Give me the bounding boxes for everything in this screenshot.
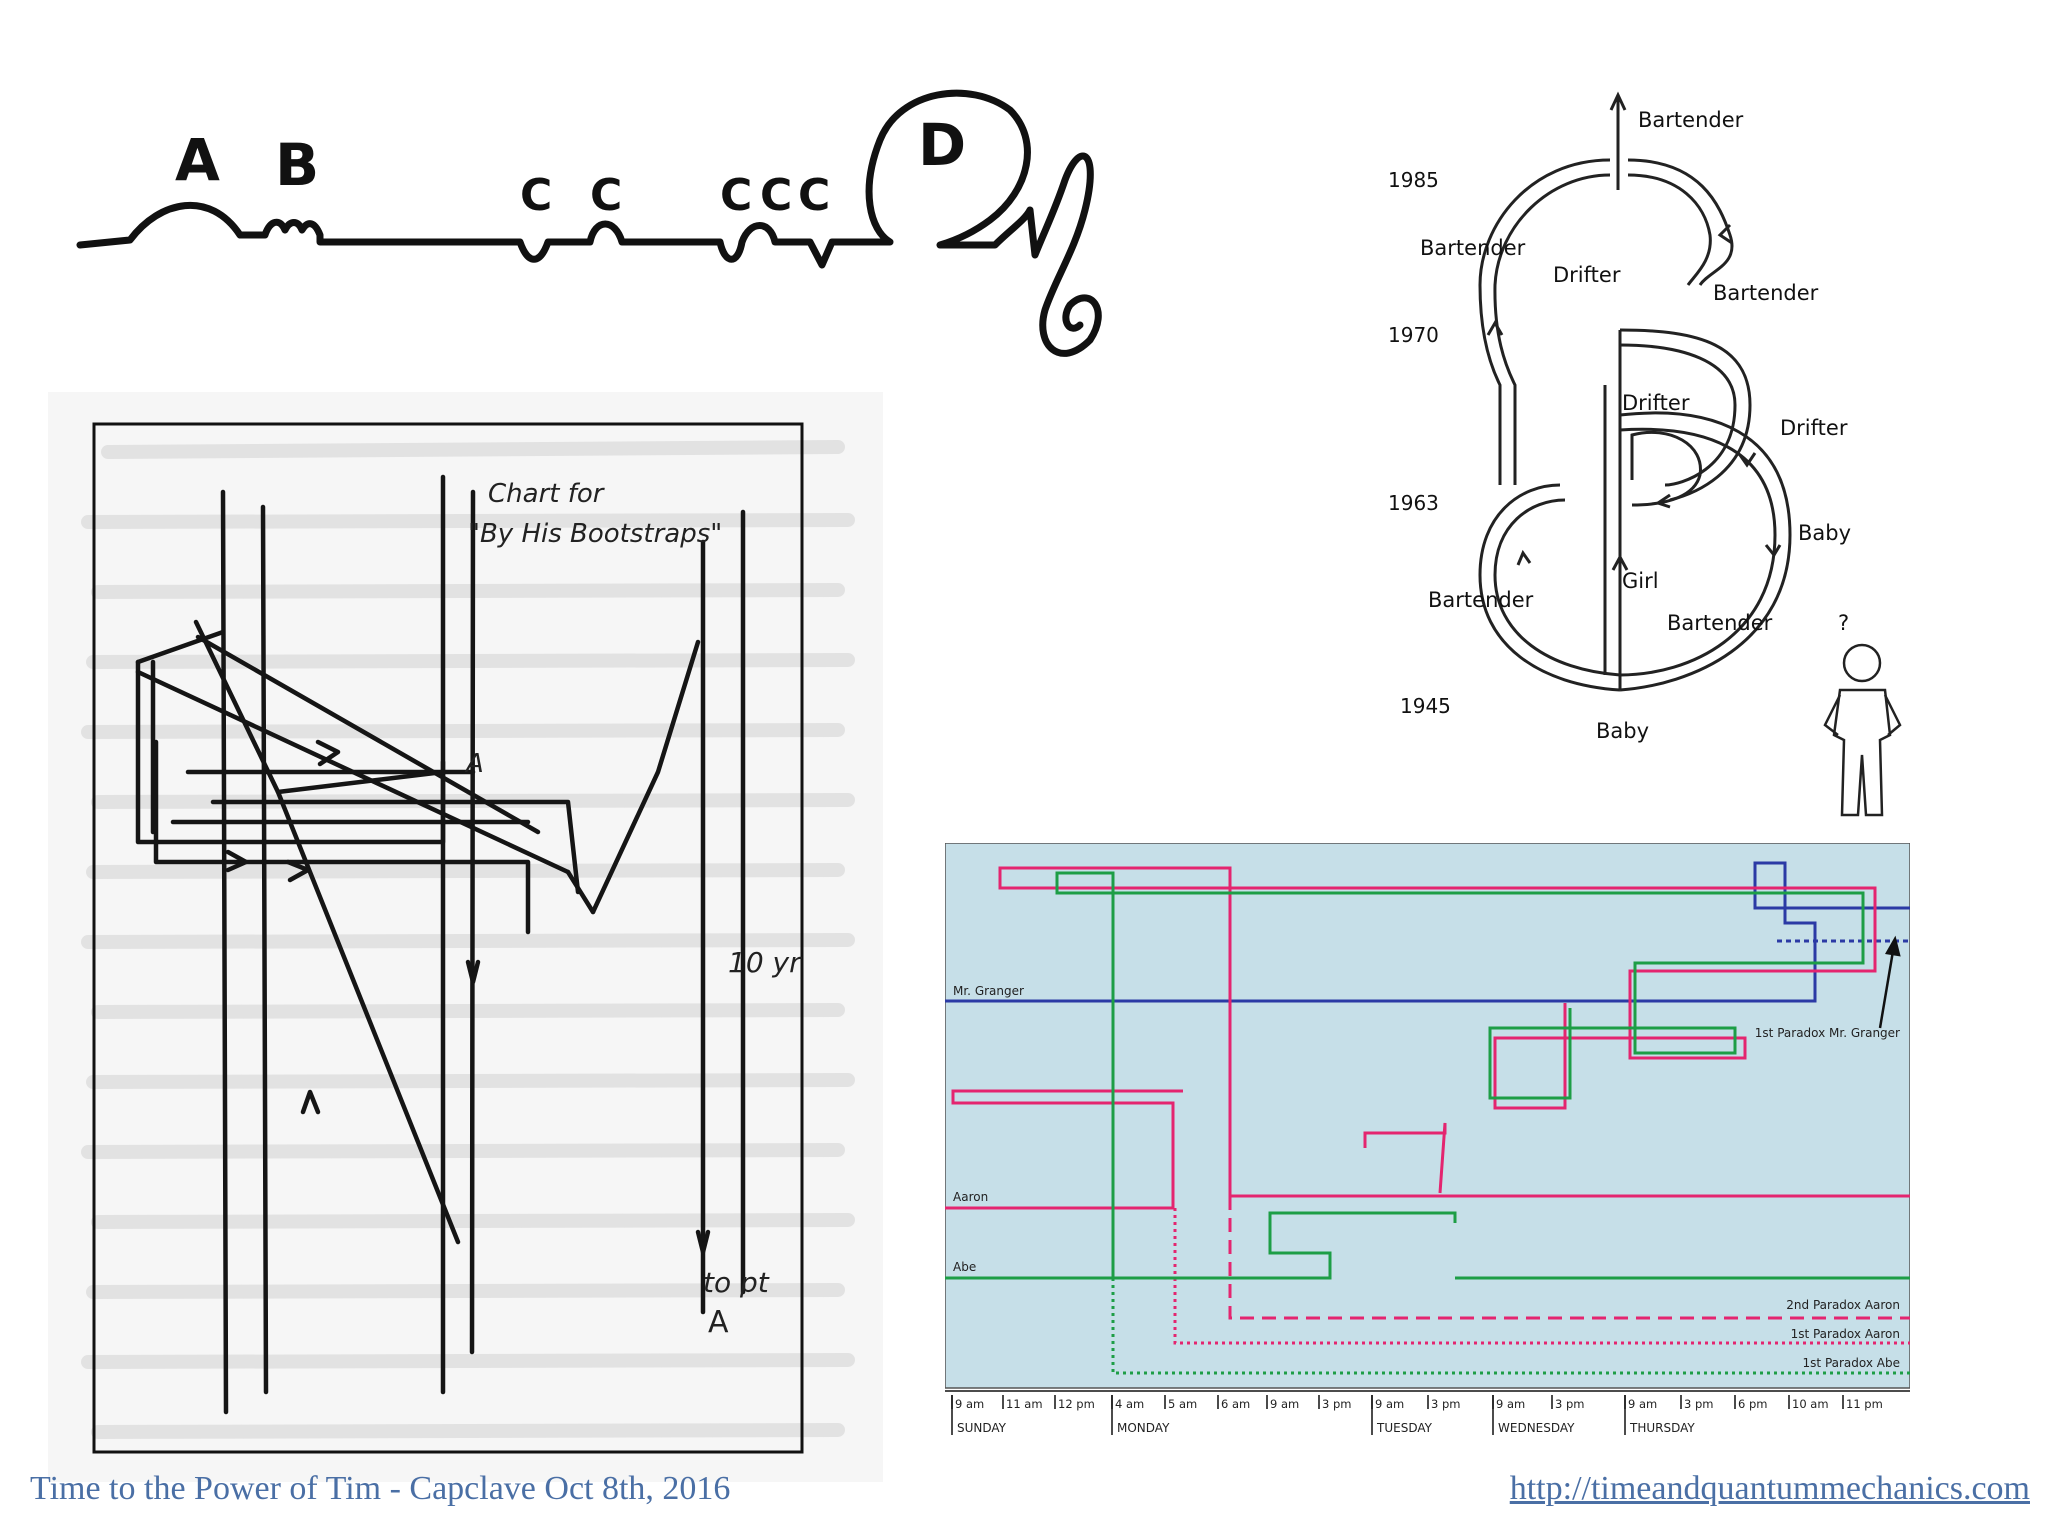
- note-10-yr: 10 yr: [728, 946, 802, 979]
- footer-caption: Time to the Power of Tim - Capclave Oct …: [30, 1470, 731, 1507]
- tick-label: 3 pm: [1322, 1397, 1351, 1411]
- heinlein-loop-diagram: Bartender 1985 Bartender Drifter Bartend…: [1388, 91, 1902, 817]
- annot-paradox1-abe: 1st Paradox Abe: [1803, 1356, 1900, 1370]
- year-1963: 1963: [1388, 491, 1439, 515]
- tick-label: 6 am: [1221, 1397, 1250, 1411]
- day-label-tuesday: TUESDAY: [1376, 1421, 1433, 1435]
- day-label-thursday: THURSDAY: [1629, 1421, 1695, 1435]
- year-1945: 1945: [1400, 694, 1451, 718]
- label-bartender-left-upper: Bartender: [1420, 236, 1526, 260]
- worldline-sketch: A B C C C C C D: [76, 89, 1102, 357]
- note-to-pt: to pt: [703, 1266, 770, 1299]
- label-drifter-mid: Drifter: [1622, 391, 1690, 415]
- letter-c5: C: [798, 170, 830, 221]
- tick-label: 11 am: [1006, 1397, 1043, 1411]
- tick-label: 9 am: [1375, 1397, 1404, 1411]
- tick-label: 9 am: [955, 1397, 984, 1411]
- day-label-wednesday: WEDNESDAY: [1498, 1421, 1575, 1435]
- note-title: "By His Bootstraps": [468, 519, 722, 549]
- tick-label: 9 am: [1270, 1397, 1299, 1411]
- day-label-monday: MONDAY: [1117, 1421, 1170, 1435]
- tick-label: 9 am: [1496, 1397, 1525, 1411]
- letter-c1: C: [520, 170, 552, 221]
- tick-label: 4 am: [1115, 1397, 1144, 1411]
- letter-c3: C: [720, 170, 752, 221]
- row-label-abe: Abe: [953, 1260, 976, 1274]
- label-baby-right: Baby: [1798, 521, 1851, 545]
- tick-label: 3 pm: [1431, 1397, 1460, 1411]
- letter-b: B: [275, 131, 319, 199]
- label-girl: Girl: [1622, 569, 1659, 593]
- year-1985: 1985: [1388, 168, 1439, 192]
- tick-label: 3 pm: [1555, 1397, 1584, 1411]
- bootstraps-chart: Chart for "By His Bootstraps" A 10 yr to…: [81, 422, 855, 1454]
- letter-d: D: [918, 111, 966, 179]
- label-baby-bottom: Baby: [1596, 719, 1649, 743]
- label-a-mid: A: [464, 749, 484, 779]
- day-labels: SUNDAY MONDAY TUESDAY WEDNESDAY THURSDAY: [957, 1421, 1695, 1435]
- letter-c4: C: [760, 170, 792, 221]
- label-bartender-right-upper: Bartender: [1713, 281, 1819, 305]
- tick-label: 12 pm: [1058, 1397, 1095, 1411]
- footer-link[interactable]: http://timeandquantummechanics.com: [1509, 1470, 2030, 1507]
- label-question: ?: [1838, 611, 1849, 635]
- tick-label: 6 pm: [1738, 1397, 1767, 1411]
- label-a-bottom: A: [708, 1305, 729, 1340]
- tick-label: 11 pm: [1846, 1397, 1883, 1411]
- timeline-plot-area: [945, 843, 1910, 1389]
- timeline-chart: Mr. Granger Aaron Abe 1st Paradox Mr. Gr…: [945, 843, 1910, 1435]
- note-chart-for: Chart for: [488, 479, 606, 509]
- annot-paradox-granger: 1st Paradox Mr. Granger: [1755, 1026, 1900, 1040]
- tick-labels: 9 am 11 am 12 pm 4 am 5 am 6 am 9 am 3 p…: [955, 1397, 1883, 1411]
- person-figure: [1823, 643, 1902, 817]
- row-label-granger: Mr. Granger: [953, 984, 1024, 998]
- letter-a: A: [175, 126, 220, 194]
- annot-paradox2-aaron: 2nd Paradox Aaron: [1786, 1298, 1900, 1312]
- row-label-aaron: Aaron: [953, 1190, 988, 1204]
- label-drifter-right: Drifter: [1780, 416, 1848, 440]
- day-label-sunday: SUNDAY: [957, 1421, 1007, 1435]
- year-1970: 1970: [1388, 323, 1439, 347]
- tick-label: 10 am: [1792, 1397, 1829, 1411]
- label-bartender-top: Bartender: [1638, 108, 1744, 132]
- label-drifter-upper: Drifter: [1553, 263, 1621, 287]
- tick-label: 3 pm: [1684, 1397, 1713, 1411]
- tick-label: 9 am: [1628, 1397, 1657, 1411]
- annot-paradox1-aaron: 1st Paradox Aaron: [1791, 1327, 1900, 1341]
- label-bartender-inner: Bartender: [1667, 611, 1773, 635]
- letter-c2: C: [590, 170, 622, 221]
- tick-label: 5 am: [1168, 1397, 1197, 1411]
- label-bartender-left-lower: Bartender: [1428, 588, 1534, 612]
- time-axis: [945, 1390, 1910, 1435]
